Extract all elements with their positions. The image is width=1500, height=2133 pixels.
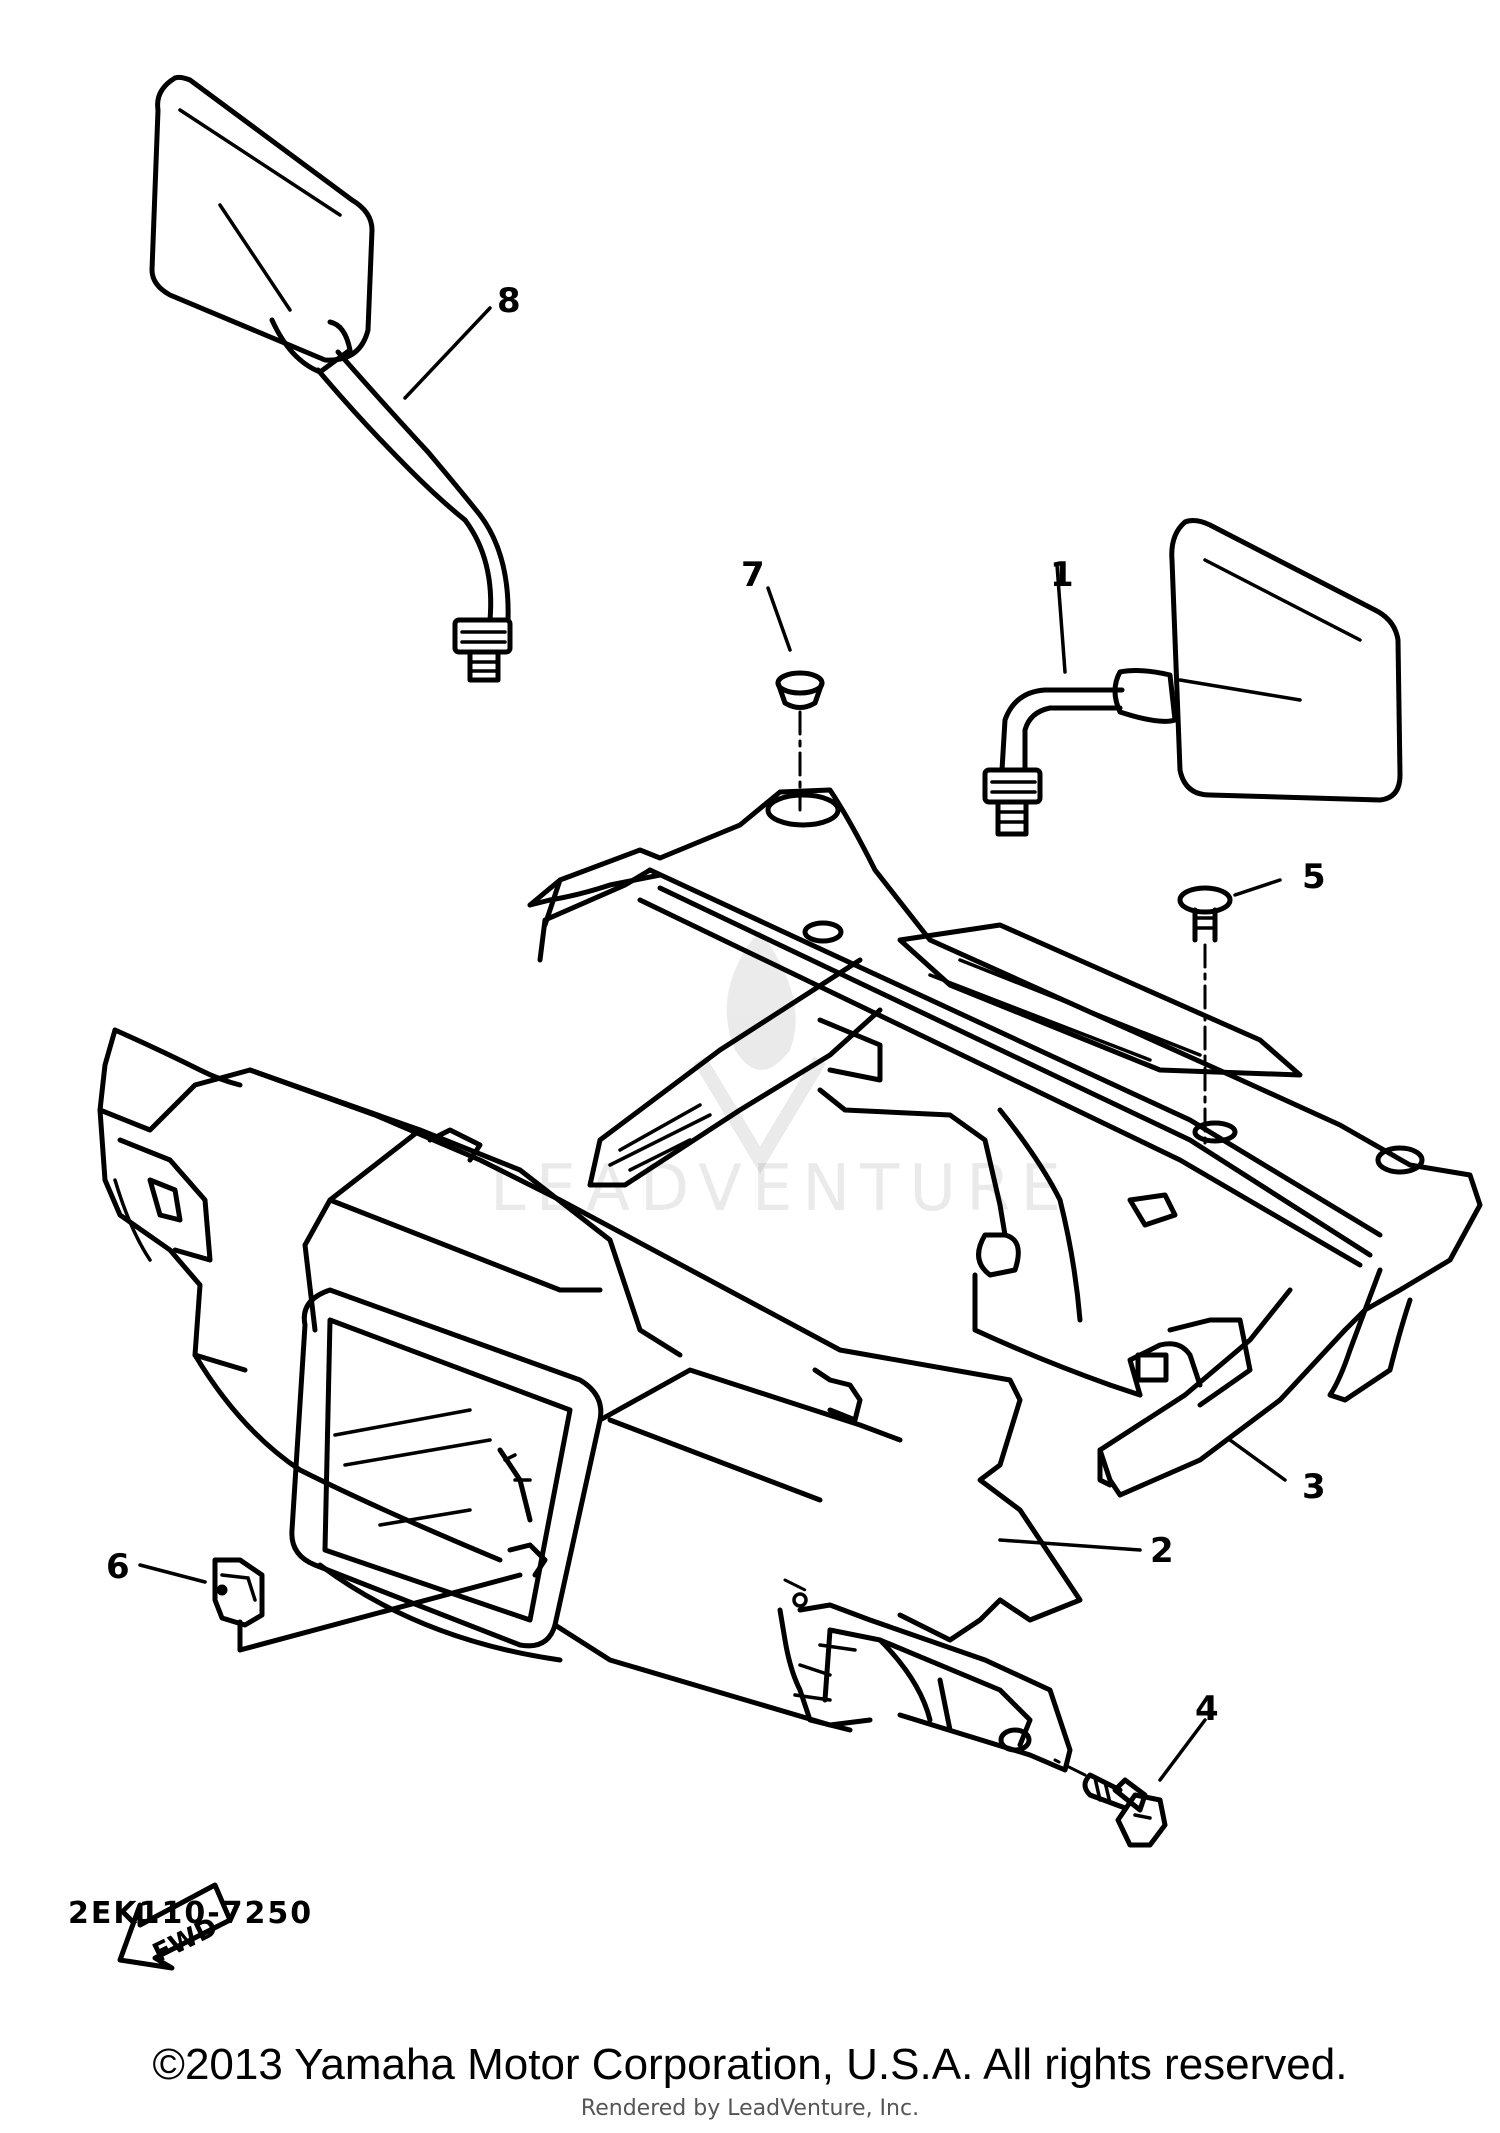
- callout-4: 4: [1195, 1689, 1219, 1729]
- diagram-code: 2EK110-7250: [68, 1896, 314, 1931]
- leader-1: [1055, 563, 1067, 674]
- leader-lines: [138, 306, 1287, 1782]
- callout-6: 6: [106, 1547, 130, 1587]
- part-5-screw: [1177, 885, 1233, 1152]
- leader-7: [766, 586, 792, 652]
- leader-3: [1228, 1438, 1287, 1482]
- callouts: 8 7 1 5 3 2 4 6: [106, 281, 1326, 1729]
- callout-2: 2: [1150, 1531, 1174, 1571]
- leader-6: [138, 1563, 207, 1584]
- part-1-right-mirror: [982, 518, 1403, 837]
- watermark: LEADVENTURE: [490, 930, 1061, 1226]
- callout-3: 3: [1302, 1467, 1326, 1507]
- leader-4: [1158, 1718, 1207, 1782]
- part-4-bolt: [1053, 1758, 1168, 1848]
- leader-8: [403, 306, 492, 400]
- part-8-left-mirror: [149, 74, 513, 683]
- callout-8: 8: [497, 281, 521, 321]
- part-2-headlight-cover: [97, 1027, 1083, 1773]
- leader-5: [1233, 878, 1282, 897]
- leader-2: [998, 1538, 1142, 1552]
- part-3-inner-cover: [527, 787, 1483, 1498]
- callout-5: 5: [1302, 857, 1326, 897]
- copyright-notice: ©2013 Yamaha Motor Corporation, U.S.A. A…: [152, 2040, 1348, 2089]
- rendered-by-notice: Rendered by LeadVenture, Inc.: [580, 2096, 920, 2121]
- part-6-nut: [212, 1557, 523, 1653]
- callout-1: 1: [1050, 555, 1074, 595]
- callout-7: 7: [741, 555, 765, 595]
